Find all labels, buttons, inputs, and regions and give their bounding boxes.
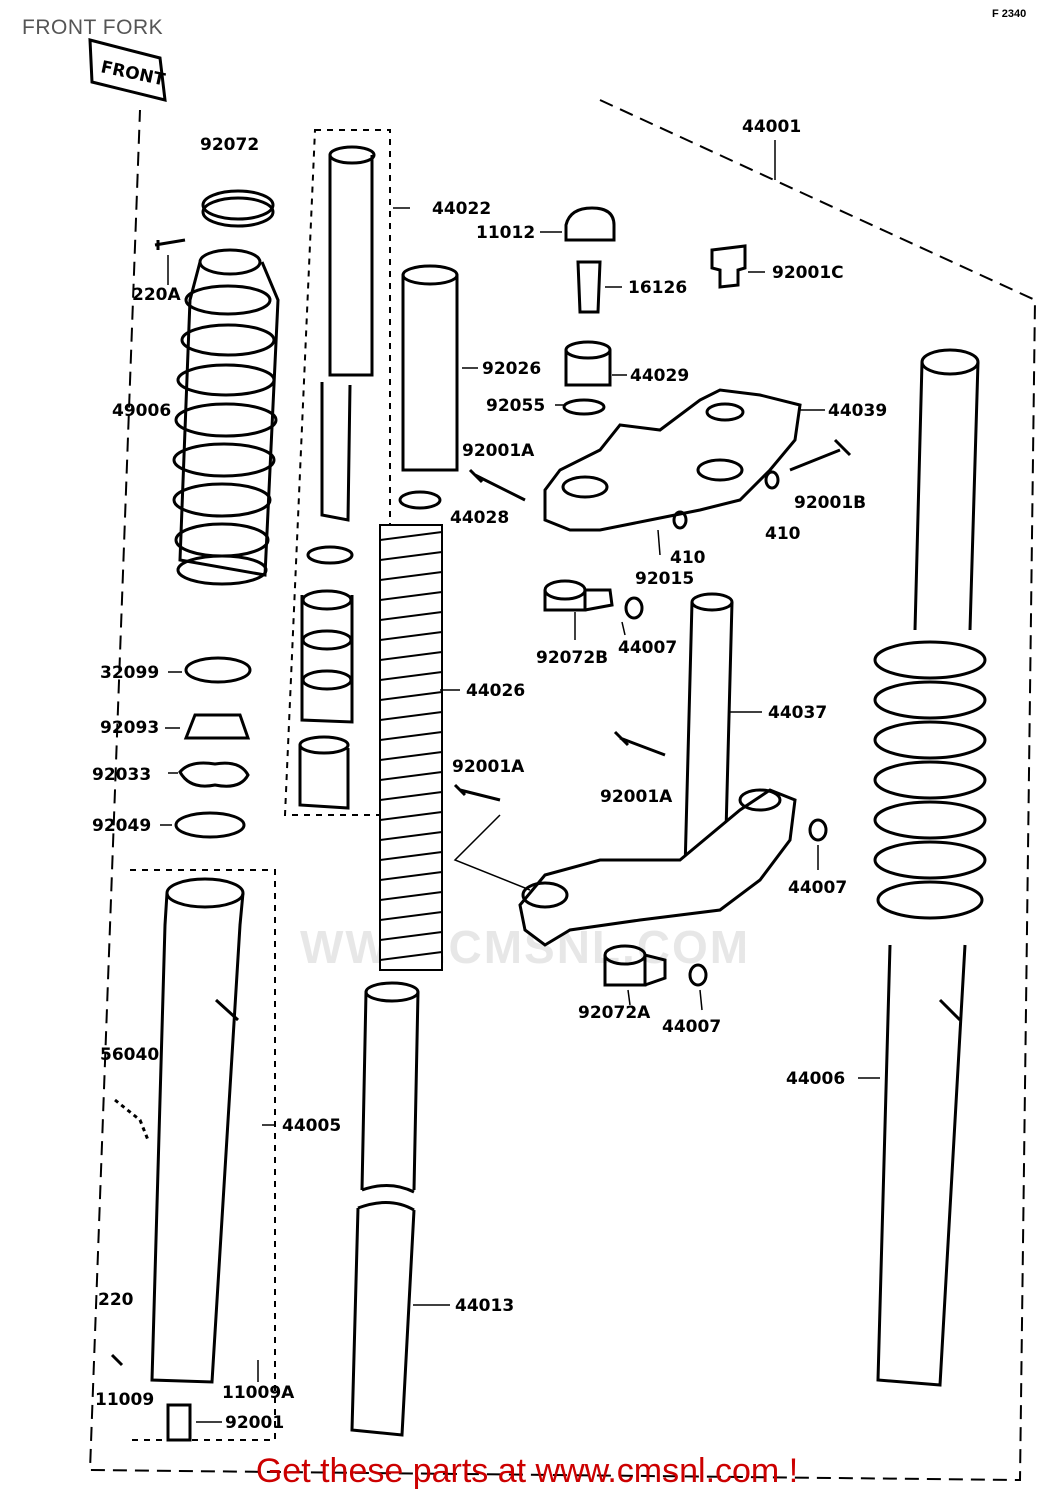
label-92001: 92001 <box>225 1413 284 1433</box>
label-44039: 44039 <box>828 401 887 421</box>
seal-92093 <box>183 713 251 740</box>
front-tag: FRONT <box>88 38 167 102</box>
label-32099: 32099 <box>100 663 159 683</box>
damper-rod-44022 <box>298 145 376 810</box>
spring-seat-44028 <box>398 490 442 510</box>
plug-410-b <box>764 470 780 490</box>
label-92001A-lower: 92001A <box>452 757 525 777</box>
seal-32099 <box>184 656 252 684</box>
cap-bolt-44029 <box>564 340 612 387</box>
lower-kit-outline <box>130 869 276 1441</box>
label-44007-upper: 44007 <box>618 638 677 658</box>
bolt-92001-bottom <box>166 1403 192 1442</box>
lower-bracket <box>518 788 797 947</box>
label-11012: 11012 <box>476 223 535 243</box>
label-410-left: 410 <box>670 548 706 568</box>
label-92072: 92072 <box>200 135 259 155</box>
label-44037: 44037 <box>768 703 827 723</box>
fork-spring-44026 <box>379 524 443 971</box>
screw-220A <box>154 238 186 250</box>
label-44028: 44028 <box>450 508 509 528</box>
reflector-56040 <box>114 1098 150 1141</box>
nut-44007-c <box>688 963 708 987</box>
label-11009: 11009 <box>95 1390 154 1410</box>
label-410-right: 410 <box>765 524 801 544</box>
assembly-outline <box>88 99 1037 1482</box>
label-44006: 44006 <box>786 1069 845 1089</box>
footer-link[interactable]: Get these parts at www.cmsnl.com ! <box>255 1452 799 1490</box>
label-92072B: 92072B <box>536 648 608 668</box>
plug-410-a <box>672 510 688 530</box>
label-92015: 92015 <box>635 569 694 589</box>
label-92026: 92026 <box>482 359 541 379</box>
page-title: FRONT FORK <box>22 16 164 39</box>
nut-44007-b <box>808 818 828 842</box>
label-44026: 44026 <box>466 681 525 701</box>
fork-assembly-44006 <box>873 348 987 1387</box>
clamp-92072A <box>603 944 667 987</box>
washer-92049 <box>174 811 246 839</box>
clamp-92072 <box>201 189 275 221</box>
label-92072A: 92072A <box>578 1003 651 1023</box>
label-92001A-upper: 92001A <box>462 441 535 461</box>
o-ring-92055 <box>562 398 606 416</box>
leader-92001A-lower <box>453 814 531 891</box>
label-44022: 44022 <box>432 199 491 219</box>
label-44001: 44001 <box>742 117 801 137</box>
label-92049: 92049 <box>92 816 151 836</box>
label-220A: 220A <box>132 285 181 305</box>
label-16126: 16126 <box>628 278 687 298</box>
upper-bracket-44039 <box>543 388 802 532</box>
spacer-tube-92026 <box>401 264 459 472</box>
label-92001C: 92001C <box>772 263 844 283</box>
valve-16126 <box>576 260 602 314</box>
bolt-92001A-mid <box>613 730 666 757</box>
ring-92033 <box>178 761 250 788</box>
label-49006: 49006 <box>112 401 171 421</box>
label-44029: 44029 <box>630 366 689 386</box>
nut-44007-a <box>624 596 644 620</box>
label-92033: 92033 <box>92 765 151 785</box>
label-11009A: 11009A <box>222 1383 295 1403</box>
outer-tube-44005 <box>150 877 245 1384</box>
fork-cap-11012 <box>564 206 616 242</box>
bolt-92001B <box>789 438 852 472</box>
label-44013: 44013 <box>455 1296 514 1316</box>
label-56040: 56040 <box>100 1045 159 1065</box>
leader-lines <box>160 140 880 1423</box>
label-44005: 44005 <box>282 1116 341 1136</box>
label-92001B: 92001B <box>794 493 866 513</box>
label-92055: 92055 <box>486 396 545 416</box>
clamp-92072B <box>543 579 614 612</box>
inner-tube-44013 <box>350 981 420 1437</box>
diagram-reference: F 2340 <box>992 8 1027 20</box>
label-92001A-mid: 92001A <box>600 787 673 807</box>
dust-boot-left <box>172 248 280 586</box>
bolt-92001A-lower <box>453 783 501 802</box>
label-92093: 92093 <box>100 718 159 738</box>
bolt-92001A-upper <box>468 468 526 502</box>
label-44007-lower: 44007 <box>662 1017 721 1037</box>
screw-220 <box>110 1353 124 1367</box>
label-44007-mid: 44007 <box>788 878 847 898</box>
label-220: 220 <box>98 1290 134 1310</box>
bolt-92001C <box>710 244 747 289</box>
